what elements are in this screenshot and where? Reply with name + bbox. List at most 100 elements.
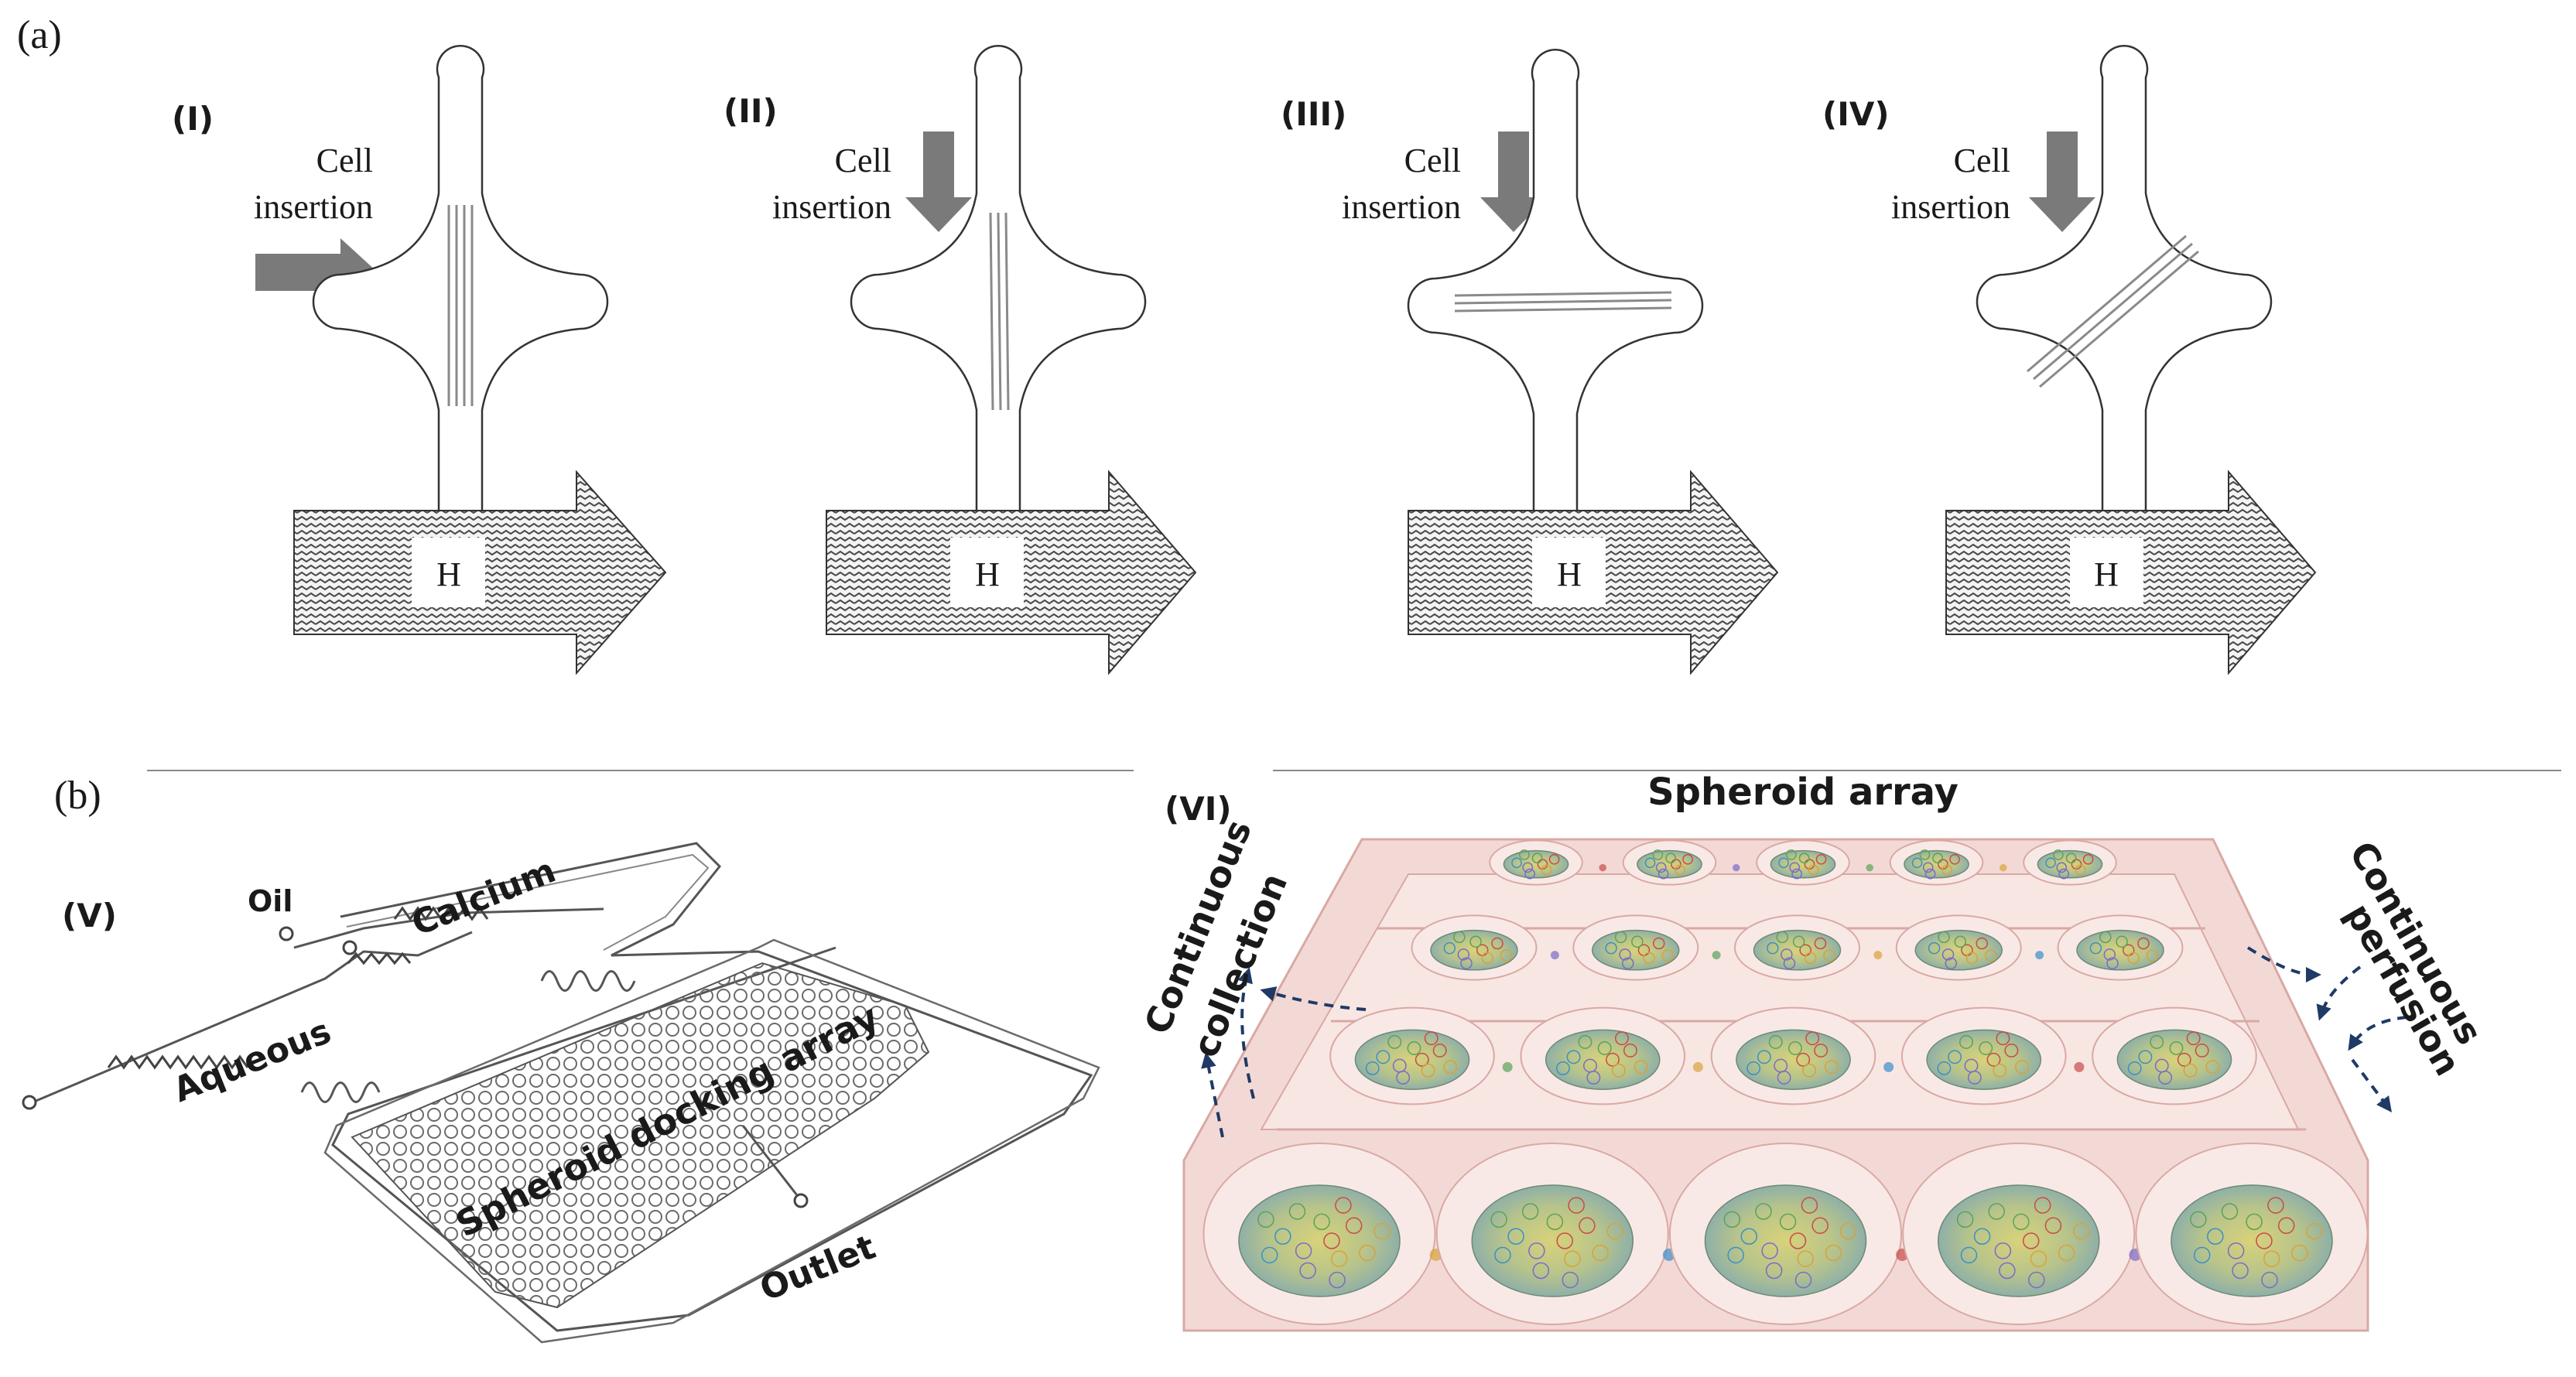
spheroid-cell (1528, 1242, 1545, 1259)
spheroid-cell (2073, 1222, 2090, 1240)
spheroid-cell (2146, 949, 2159, 962)
step-3-numeral: (III) (1281, 95, 1346, 133)
spheroid-cell (1796, 1052, 1811, 1067)
step-1-caption-line1: Cell (316, 142, 373, 179)
spheroid-cell (2186, 1031, 2201, 1046)
spheroid-cell (1911, 857, 1923, 869)
spheroid-cell (2071, 859, 2082, 870)
spheroid-cell (1922, 862, 1934, 873)
spheroid-cell (1443, 941, 1456, 955)
perfusion-flow-arrows (2246, 946, 2407, 1113)
spheroid-cell (2056, 862, 2068, 873)
step-2-aligned-cells (989, 212, 1010, 411)
spheroid-cell (1507, 1228, 1524, 1245)
spheroid-cell (1634, 1060, 1648, 1075)
flow-particle (1733, 863, 1740, 872)
spheroid-cell (1979, 1041, 1993, 1055)
spheroid-cell (1469, 935, 1482, 948)
step-1-aligned-cells (447, 205, 474, 406)
spheroid-cell (1740, 1228, 1758, 1245)
spheroid-cell (1765, 1262, 1783, 1280)
spheroid-cell (2190, 1211, 2207, 1228)
spheroid-cell (1257, 1211, 1274, 1228)
panel-a-label: (a) (17, 13, 62, 57)
aqueous-label: Aqueous (168, 1012, 337, 1111)
step-4-caption-line2: insertion (1891, 188, 2010, 226)
flow-particle (1866, 863, 1873, 872)
spheroid-cell (1682, 853, 1693, 865)
spheroid-cell (2263, 1250, 2280, 1267)
calcium-mixer (393, 906, 489, 921)
spheroid-cell (1938, 859, 1948, 870)
spheroid-cell (2045, 857, 2056, 869)
spheroid-cell (1986, 1052, 2001, 1067)
spheroid-cell (1960, 1246, 1978, 1264)
spheroid-cell (1299, 1262, 1316, 1280)
spheroid-cell (1839, 1222, 1857, 1240)
spheroid-cell (1541, 864, 1552, 876)
spheroid-cell (1548, 853, 1560, 865)
spheroid-cell (1941, 864, 1952, 876)
spheroid-cell (1323, 1232, 1340, 1249)
spheroid-cell (2246, 1213, 2263, 1231)
spheroid-cell (1657, 868, 1669, 880)
flow-particle (1692, 1061, 1703, 1072)
spheroid-cell (1802, 1063, 1816, 1078)
spheroid-cell (1421, 1063, 1435, 1078)
serpentine-junction (300, 952, 636, 1103)
spheroid-cell (1655, 862, 1667, 873)
spheroid-cell (1768, 1034, 1783, 1049)
spheroid-cell (1494, 1246, 1511, 1264)
spheroid-cell (1611, 1063, 1626, 1078)
spheroid (1238, 1184, 1401, 1297)
spheroid-cell (2106, 957, 2119, 970)
step-3-field-label: H (1557, 555, 1582, 593)
spheroid-cell (1621, 957, 1634, 970)
step-4-aligned-cells (2027, 234, 2199, 388)
spheroid-cell (2075, 864, 2086, 876)
spheroid-cell (1261, 1246, 1278, 1264)
step-1: (I) Cell insertion H (172, 44, 667, 675)
step-4-field-label: H (2094, 555, 2119, 593)
array-view-numeral: (VI) (1165, 790, 1232, 828)
step-1-microchannel-cross (312, 44, 609, 559)
step-1-caption-line2: insertion (254, 188, 373, 226)
spheroid-cell (1675, 864, 1685, 876)
spheroid-array-illustration: (VI) Spheroid array Continuous collectio… (1136, 771, 2491, 1332)
spheroid-cell (2227, 1242, 2245, 1259)
spheroid-cell (1335, 1197, 1352, 1214)
spheroid-cell (1805, 1031, 1820, 1046)
spheroid-cell (1996, 1031, 2010, 1046)
spheroid-cell (1757, 1050, 1771, 1064)
spheroid-cell (1652, 849, 1664, 860)
spheroid-cell (1606, 1052, 1620, 1067)
spheroid-cell (1949, 853, 1960, 865)
spheroid-cell (2013, 1213, 2030, 1231)
spheroid-cell (1491, 937, 1504, 950)
spheroid-cell (2232, 1262, 2249, 1280)
spheroid-cell (1597, 1041, 1612, 1055)
spheroid-cell (1345, 1217, 1363, 1235)
spheroid (1503, 849, 1569, 879)
spheroid-cell (1619, 948, 1631, 961)
calcium-inlet-port (342, 940, 357, 955)
spheroid-cell (1727, 1246, 1744, 1264)
spheroid-cell (2195, 1043, 2209, 1058)
flow-particle (2000, 863, 2007, 872)
spheroid-cell (1967, 1071, 1982, 1085)
spheroid-cell (1798, 853, 1810, 864)
spheroid-cell (1443, 1060, 1458, 1075)
spheroid-cell (2044, 1217, 2062, 1235)
spheroid (1904, 849, 1969, 879)
spheroid-docking-array (351, 962, 930, 1309)
spheroid-cell (2058, 1244, 2075, 1262)
spheroid-cell (2193, 1246, 2211, 1264)
step-2-numeral: (II) (724, 92, 778, 130)
spheroid-cell (2058, 868, 2069, 880)
spheroid (2171, 1184, 2333, 1297)
spheroid-cell (2099, 931, 2112, 944)
spheroid-cell (2015, 1060, 2030, 1075)
spheroid-cell (1794, 1271, 1812, 1289)
spheroid-cell (1453, 931, 1466, 944)
spheroid-cell (1313, 1213, 1330, 1231)
